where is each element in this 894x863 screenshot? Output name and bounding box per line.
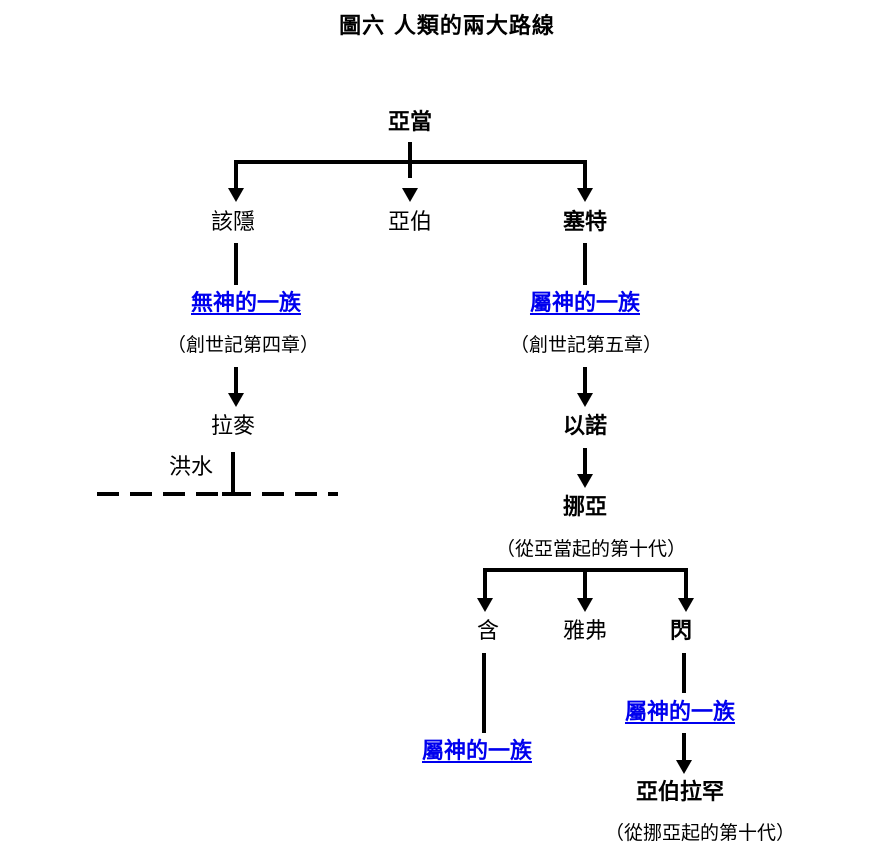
- node-noah: 挪亞: [562, 495, 608, 520]
- node-enosh: 以諾: [562, 414, 608, 439]
- node-shem: 閃: [669, 619, 693, 644]
- link-godly-line-shem[interactable]: 屬神的一族: [624, 700, 736, 725]
- arrowhead-lamech: [228, 393, 244, 407]
- node-ham: 含: [476, 619, 500, 644]
- arrowhead-japheth: [577, 598, 593, 612]
- node-abraham: 亞伯拉罕: [635, 780, 725, 805]
- node-seth: 塞特: [562, 210, 608, 235]
- arrowhead-ham: [477, 598, 493, 612]
- arrowhead-shem: [678, 598, 694, 612]
- arrowhead-cain: [228, 188, 244, 202]
- arrowhead-enosh: [577, 393, 593, 407]
- note-noah-generation: （從亞當起的第十代）: [495, 538, 687, 560]
- arrowhead-seth: [577, 188, 593, 202]
- note-abraham-generation: （從挪亞起的第十代）: [604, 822, 796, 844]
- arrowhead-noah: [577, 474, 593, 488]
- note-genesis-4: （創世記第四章）: [166, 334, 320, 356]
- node-cain: 該隱: [210, 210, 256, 235]
- note-genesis-5: （創世記第五章）: [509, 334, 663, 356]
- link-godly-line-seth[interactable]: 屬神的一族: [529, 291, 641, 316]
- node-japheth: 雅弗: [562, 619, 608, 644]
- link-ungodly-line[interactable]: 無神的一族: [190, 291, 302, 316]
- link-godly-line-ham[interactable]: 屬神的一族: [421, 739, 533, 764]
- arrowhead-abraham: [676, 760, 692, 774]
- figure-title: 圖六 人類的兩大路線: [339, 14, 555, 39]
- label-flood: 洪水: [168, 455, 214, 480]
- node-lamech: 拉麥: [210, 414, 256, 439]
- arrowhead-abel: [402, 188, 418, 202]
- node-adam: 亞當: [387, 110, 433, 135]
- node-abel: 亞伯: [387, 210, 433, 235]
